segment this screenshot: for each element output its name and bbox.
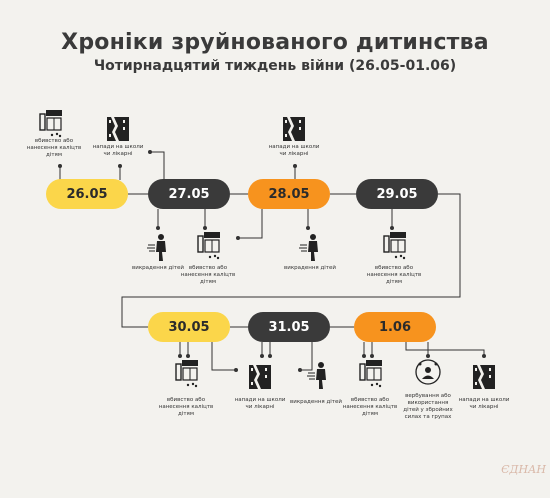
recruitment-icon [415, 359, 441, 385]
date-pill-27-05: 27.05 [148, 179, 230, 209]
abduction-caption: викрадення дітей [132, 265, 184, 271]
abduction-icon [146, 233, 167, 262]
attack-caption: напади на школи чи лікарні [234, 397, 286, 410]
page-subtitle: Чотирнадцятий тиждень війни (26.05-01.06… [93, 58, 457, 74]
school-attack-icon [107, 117, 129, 141]
date-pill-28-05: 28.05 [248, 179, 330, 209]
date-pill-1-06: 1.06 [354, 312, 436, 342]
attack-caption: напади на школи чи лікарні [92, 144, 144, 157]
murder-caption: вбивство або нанесення каліцтв дітям [366, 265, 422, 285]
abduction-icon [298, 233, 319, 262]
murder-icon [197, 231, 221, 260]
murder-icon [383, 231, 407, 260]
logo: ЄДНАН [501, 463, 546, 476]
abduction-icon [306, 361, 327, 390]
murder-caption: вбивство або нанесення каліцтв дітям [180, 265, 236, 285]
school-attack-icon [249, 365, 271, 389]
murder-icon [39, 109, 63, 138]
murder-caption: вбивство або нанесення каліцтв дітям [342, 397, 398, 417]
murder-caption: вбивство або нанесення каліцтв дітям [26, 138, 82, 158]
attack-caption: напади на школи чи лікарні [268, 144, 320, 157]
murder-icon [175, 359, 199, 388]
date-pill-31-05: 31.05 [248, 312, 330, 342]
attack-caption: напади на школи чи лікарні [458, 397, 510, 410]
date-pill-30-05: 30.05 [148, 312, 230, 342]
school-attack-icon [283, 117, 305, 141]
abduction-caption: викрадення дітей [290, 399, 342, 405]
recruitment-caption: вербування або використання дітей у збро… [403, 393, 453, 420]
abduction-caption: викрадення дітей [284, 265, 336, 271]
murder-caption: вбивство або нанесення каліцтв дітям [158, 397, 214, 417]
date-pill-26-05: 26.05 [46, 179, 128, 209]
date-pill-29-05: 29.05 [356, 179, 438, 209]
page-title: Хроніки зруйнованого дитинства [61, 30, 489, 55]
school-attack-icon [473, 365, 495, 389]
murder-icon [359, 359, 383, 388]
